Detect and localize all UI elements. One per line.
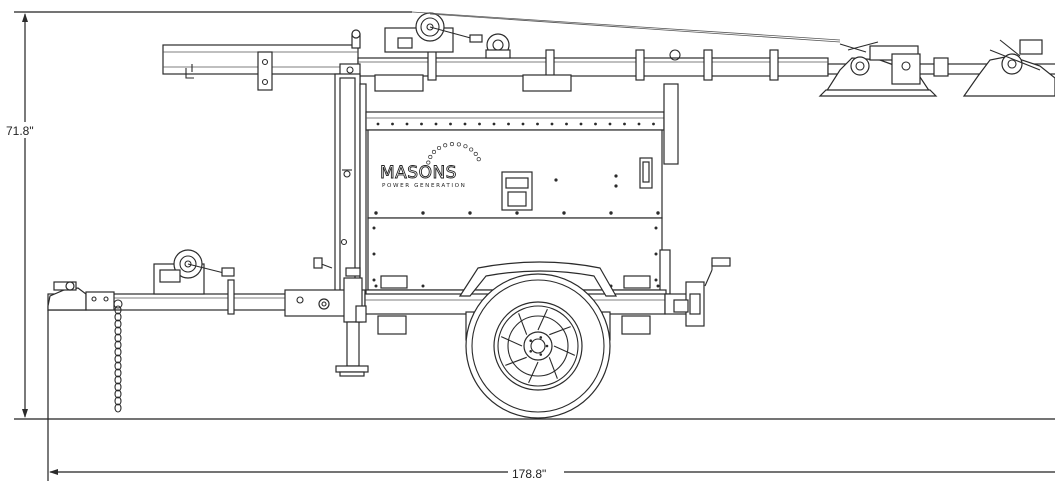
logo-tagline-text: POWER GENERATION: [382, 183, 466, 189]
rivet: [609, 211, 613, 215]
logo-dot: [449, 142, 455, 147]
logo-dot: [431, 149, 437, 155]
chain-link: [114, 368, 122, 378]
wheel-spoke: [548, 357, 558, 379]
chain-link: [114, 403, 122, 413]
tongue-winch: [153, 249, 235, 315]
enclosure-rivets: [372, 122, 660, 288]
logo-dot: [426, 160, 431, 165]
rivet: [421, 211, 425, 215]
chain-link: [114, 312, 122, 322]
lug-nut: [539, 353, 543, 356]
chain-link: [114, 326, 122, 336]
rivet: [374, 211, 378, 215]
lug-nut: [529, 349, 533, 353]
logo-dot: [436, 145, 442, 151]
rivet: [478, 122, 481, 126]
lug-nut: [539, 336, 543, 339]
wheel-spoke: [528, 361, 539, 384]
rivet: [376, 122, 380, 126]
chain-link: [114, 361, 122, 371]
rear-stabilizer-jack: [673, 257, 731, 327]
mast-winch: [384, 11, 841, 53]
logo-dot: [443, 143, 448, 148]
rivet: [463, 122, 467, 126]
chain-link: [114, 319, 122, 329]
rivet: [391, 122, 394, 126]
rivet: [374, 284, 378, 288]
chain-link: [114, 305, 122, 315]
chain-link: [114, 333, 122, 343]
length-dimension-label: 178.8": [512, 467, 546, 481]
wheel: [465, 273, 611, 419]
logo-dots: [426, 142, 481, 165]
logo-dot: [476, 157, 481, 162]
mast-column: [334, 73, 367, 305]
wheel-spoke: [518, 313, 528, 335]
length-dimension: 178.8": [47, 310, 1055, 481]
rivet: [372, 252, 376, 256]
logo-dot: [469, 147, 474, 152]
rivet: [623, 122, 626, 126]
chain-link: [114, 354, 122, 364]
control-door: [501, 157, 653, 211]
rivet: [594, 122, 597, 126]
rivet: [449, 122, 452, 126]
chain-link: [114, 382, 122, 392]
wheel-spoke: [505, 356, 527, 366]
rivet: [507, 122, 510, 126]
tongue-jack: [313, 257, 369, 377]
rivet: [565, 122, 568, 126]
chain-link: [114, 375, 122, 385]
rivet: [492, 122, 496, 126]
rivet: [654, 226, 658, 230]
logo-dot: [473, 151, 478, 156]
wheel-spoke: [549, 326, 571, 336]
chain-link: [114, 340, 122, 350]
wheel-spokes: [500, 308, 576, 384]
rivet: [550, 122, 554, 126]
rivet: [521, 122, 525, 126]
logo-dot: [428, 154, 433, 159]
rivet: [637, 122, 641, 126]
safety-chain: [113, 299, 123, 413]
rivet: [656, 211, 660, 215]
wheel-spoke: [500, 336, 523, 347]
logo-dot: [463, 144, 468, 149]
rivet: [421, 284, 425, 288]
wheel-spoke: [537, 308, 548, 331]
chain-link: [114, 396, 122, 406]
rivet: [372, 278, 376, 282]
rivet: [652, 122, 655, 126]
rivet: [654, 278, 658, 282]
wheel-spoke: [553, 345, 576, 356]
lug-nut: [545, 344, 549, 348]
rivet: [372, 226, 376, 230]
masons-logo: MASONS POWER GENERATION: [380, 142, 481, 189]
rivet: [515, 211, 519, 215]
height-dimension-label: 71.8": [6, 124, 34, 138]
rivet: [608, 122, 612, 126]
height-dimension: 71.8": [4, 11, 1055, 420]
rivet: [562, 211, 566, 215]
logo-dot: [456, 142, 461, 147]
chain-link: [114, 389, 122, 399]
lug-nut: [529, 339, 533, 343]
rivet: [405, 122, 409, 126]
logo-brand-text: MASONS: [380, 163, 457, 183]
rivet: [434, 122, 438, 126]
rivet: [420, 122, 423, 126]
rivet: [468, 211, 472, 215]
rivet: [654, 252, 658, 256]
rivet: [579, 122, 583, 126]
rivet: [536, 122, 539, 126]
rivet: [656, 284, 660, 288]
chain-link: [114, 347, 122, 357]
coupler: [47, 281, 115, 311]
lamp-heads: [818, 39, 1055, 97]
